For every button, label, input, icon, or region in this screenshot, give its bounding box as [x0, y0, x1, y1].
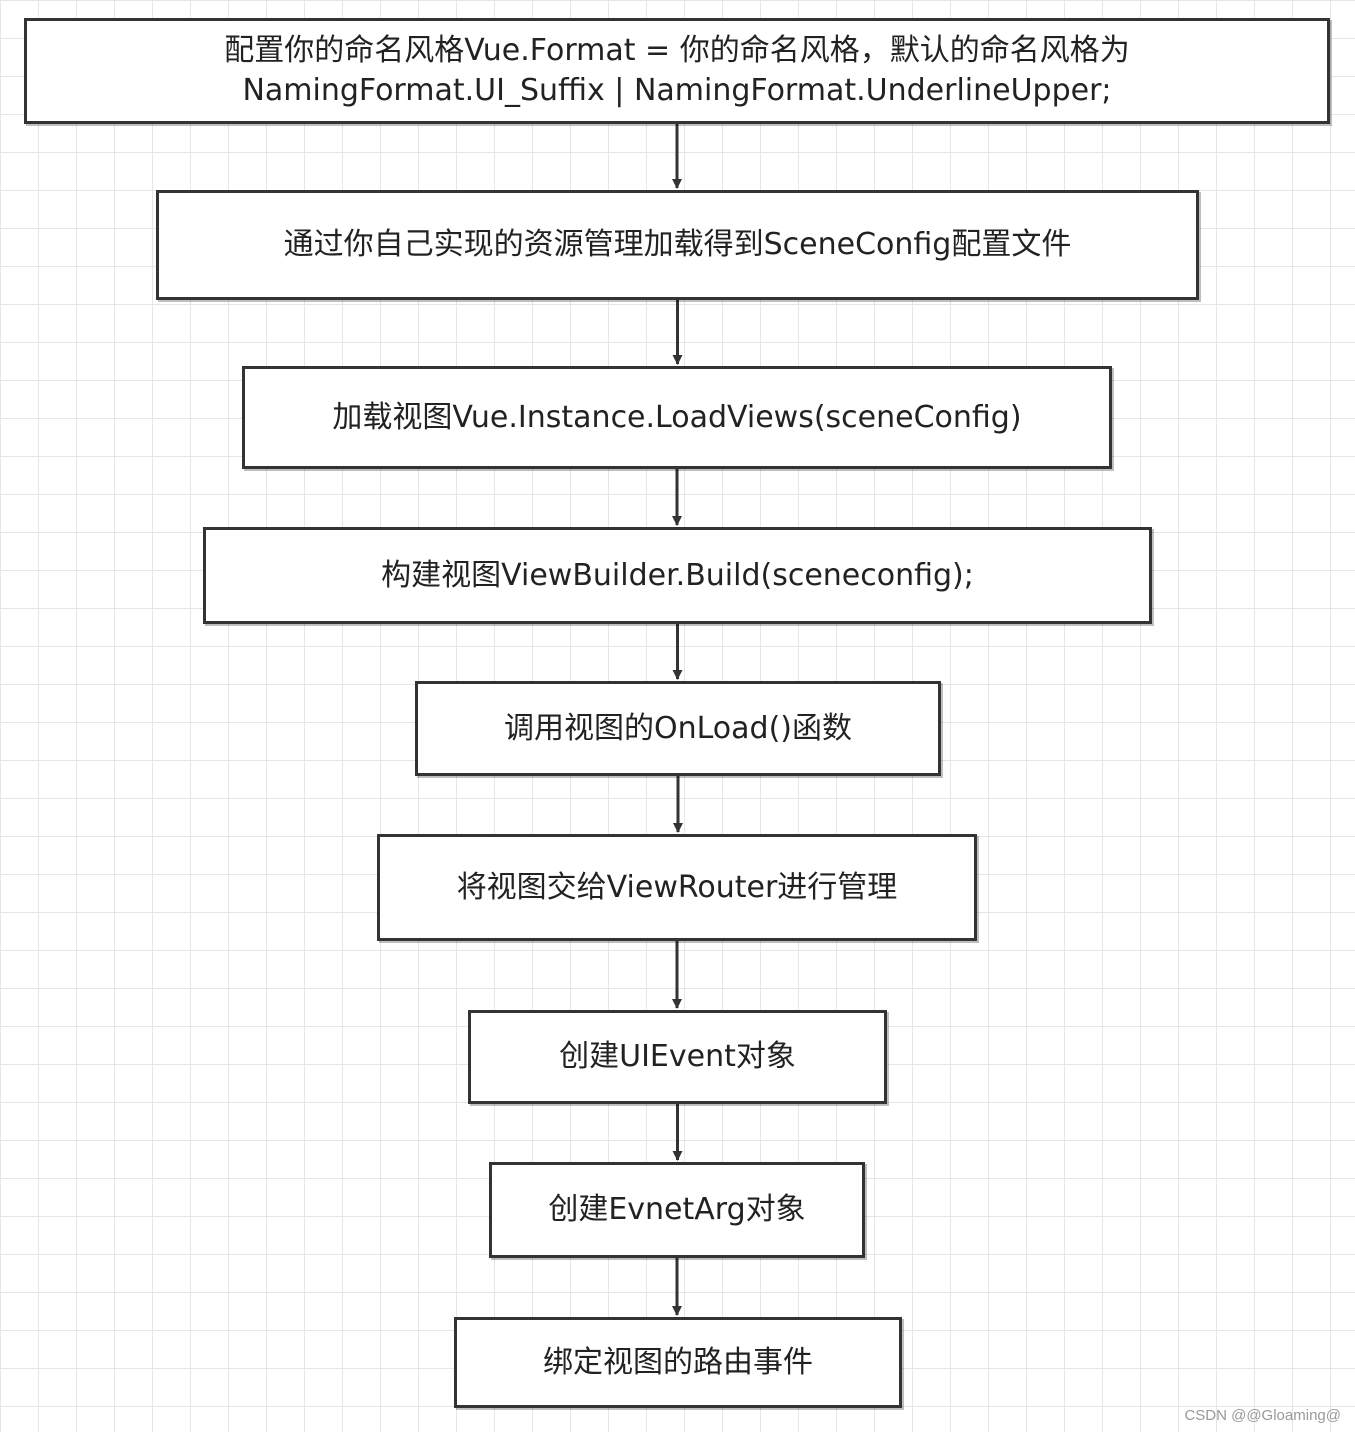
watermark: CSDN @@Gloaming@: [1184, 1407, 1341, 1424]
step-create-uievent[interactable]: 创建UIEvent对象: [468, 1010, 887, 1104]
step-label: 调用视图的OnLoad()函数: [503, 710, 852, 746]
step-load-scene-config[interactable]: 通过你自己实现的资源管理加载得到SceneConfig配置文件: [156, 190, 1199, 300]
step-label: 创建UIEvent对象: [559, 1039, 796, 1074]
step-bind-route-events[interactable]: 绑定视图的路由事件: [454, 1317, 902, 1408]
step-load-views[interactable]: 加载视图Vue.Instance.LoadViews(sceneConfig): [242, 366, 1112, 469]
step-call-onload[interactable]: 调用视图的OnLoad()函数: [415, 681, 941, 776]
step-label: 将视图交给ViewRouter进行管理: [456, 869, 898, 905]
step-build-views[interactable]: 构建视图ViewBuilder.Build(sceneconfig);: [203, 527, 1152, 624]
step-configure-naming-format[interactable]: 配置你的命名风格Vue.Format = 你的命名风格，默认的命名风格为 Nam…: [24, 18, 1330, 124]
step-label: 创建EvnetArg对象: [548, 1192, 806, 1227]
step-label: 通过你自己实现的资源管理加载得到SceneConfig配置文件: [283, 227, 1072, 262]
step-label: 构建视图ViewBuilder.Build(sceneconfig);: [381, 557, 974, 593]
step-register-view-router[interactable]: 将视图交给ViewRouter进行管理: [377, 834, 977, 941]
step-label: 绑定视图的路由事件: [543, 1344, 813, 1380]
step-create-eventarg[interactable]: 创建EvnetArg对象: [489, 1162, 865, 1258]
step-label: 配置你的命名风格Vue.Format = 你的命名风格，默认的命名风格为 Nam…: [224, 33, 1130, 108]
step-label: 加载视图Vue.Instance.LoadViews(sceneConfig): [332, 399, 1022, 435]
